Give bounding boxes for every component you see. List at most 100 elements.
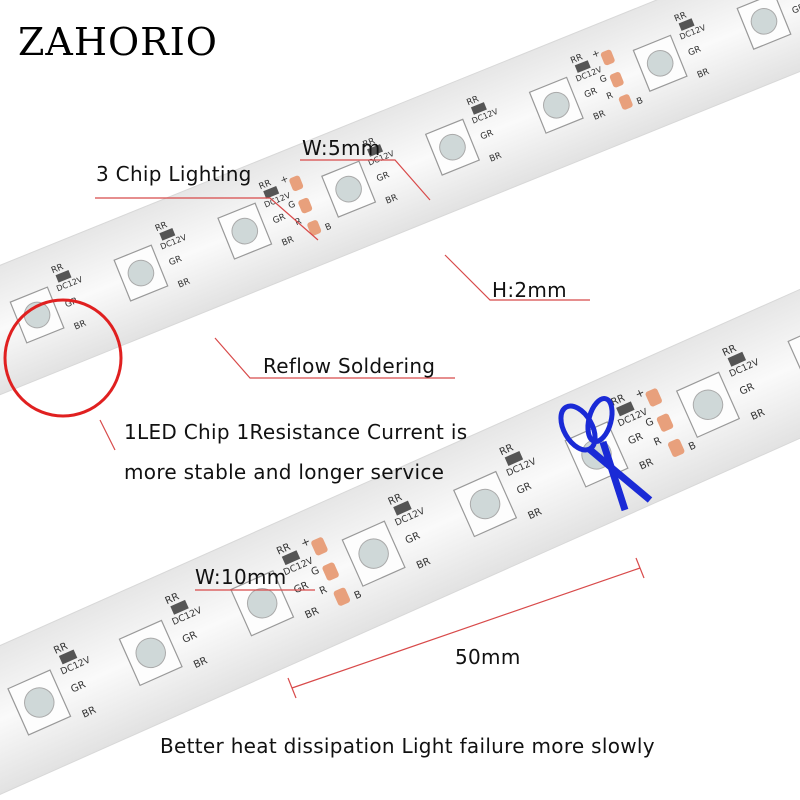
pcb-mark-br: BR [592, 109, 607, 123]
pcb-mark-rr: RR [275, 542, 292, 558]
pcb-mark-rr: RR [258, 178, 273, 192]
chip-lighting-label: 3 Chip Lighting [96, 162, 252, 186]
pcb-mark-g: G [599, 74, 609, 86]
pcb-mark-r: R [652, 436, 663, 449]
pcb-mark-rr: RR [52, 641, 69, 657]
led-lens [24, 687, 55, 718]
resistor [574, 60, 591, 73]
pcb-mark-r: R [318, 584, 329, 597]
led-lens [543, 91, 570, 119]
pcb-mark-gr: GR [791, 2, 800, 16]
led-lens [692, 389, 724, 420]
resistor [470, 102, 487, 115]
cut-length-dimension [291, 567, 641, 689]
width-small-label: W:5mm [302, 136, 381, 160]
resistor [55, 269, 72, 283]
highlight-circle [3, 298, 123, 418]
resistor [393, 500, 412, 516]
pcb-mark-rr: RR [721, 343, 738, 359]
pcb-mark-rr: RR [50, 262, 65, 276]
height-leader [444, 254, 590, 301]
solder-pad [668, 438, 685, 457]
solder-pad [645, 388, 662, 407]
pcb-mark-br: BR [638, 457, 655, 473]
solder-pad [656, 413, 674, 432]
pcb-mark-rr: RR [362, 136, 377, 150]
led-lens [127, 259, 155, 287]
pcb-mark-rr: RR [673, 11, 688, 25]
resistor [170, 599, 189, 615]
brand-logo: ZAHORIO [18, 20, 218, 64]
pcb-mark-rr: RR [498, 443, 515, 459]
pcb-mark-gr: GR [479, 128, 495, 142]
led-lens [335, 175, 362, 203]
resistance-label-line2: more stable and longer service [124, 460, 445, 484]
resistor [727, 351, 747, 367]
pcb-mark-gr: GR [687, 44, 703, 58]
led-lens [646, 49, 674, 77]
pcb-mark-plus: + [590, 48, 602, 61]
pcb-mark-rr: RR [154, 220, 169, 234]
pcb-mark-g: G [310, 565, 322, 578]
pcb-mark-rr: RR [465, 94, 480, 108]
pcb-mark-g: G [287, 200, 297, 212]
solder-pad [307, 220, 322, 236]
pcb-mark-gr: GR [583, 86, 599, 100]
pcb-mark-gr: GR [271, 212, 287, 226]
pcb-mark-br: BR [696, 67, 711, 81]
solder-pad [311, 537, 328, 556]
resistor [281, 550, 301, 566]
pcb-mark-br: BR [415, 556, 432, 572]
resistance-label-line1: 1LED Chip 1Resistance Current is [124, 420, 468, 444]
pcb-mark-br: BR [81, 705, 98, 721]
pcb-mark-gr: GR [375, 170, 391, 184]
resistor [367, 144, 384, 157]
chip-lighting-leader [95, 197, 319, 241]
solder-pad [600, 49, 615, 66]
pcb-mark-br: BR [749, 407, 766, 423]
height-label: H:2mm [492, 278, 567, 302]
width-small-leader [300, 159, 431, 201]
pcb-mark-rr: RR [387, 492, 404, 508]
solder-pad [322, 562, 339, 581]
pcb-mark-rr: RR [164, 591, 181, 607]
led-chip [787, 321, 800, 389]
led-lens [439, 133, 466, 161]
solder-pad [289, 175, 304, 192]
solder-pad [618, 94, 633, 110]
pcb-mark-br: BR [73, 319, 88, 333]
resistance-leader [99, 419, 116, 451]
led-lens [358, 538, 389, 569]
pcb-mark-rr: RR [609, 393, 626, 409]
pcb-mark-plus: + [279, 173, 291, 186]
reflow-label: Reflow Soldering [263, 354, 436, 378]
pcb-mark-b: B [635, 96, 644, 108]
resistor [678, 18, 695, 31]
pcb-mark-br: BR [177, 277, 192, 291]
pcb-mark-r: R [605, 91, 614, 103]
resistor [58, 649, 78, 665]
resistor [159, 228, 176, 241]
pcb-mark-br: BR [384, 193, 399, 207]
annotation-lines [95, 159, 645, 699]
heat-label: Better heat dissipation Light failure mo… [160, 734, 655, 758]
resistor [616, 401, 635, 417]
solder-pad [333, 587, 351, 606]
resistor [263, 186, 280, 199]
led-lens [750, 8, 778, 35]
cut-length-label: 50mm [455, 645, 521, 669]
led-lens [231, 217, 259, 245]
pcb-mark-br: BR [488, 151, 503, 165]
pcb-mark-g: G [644, 416, 656, 429]
pcb-mark-br: BR [304, 606, 321, 622]
resistor [504, 450, 524, 466]
